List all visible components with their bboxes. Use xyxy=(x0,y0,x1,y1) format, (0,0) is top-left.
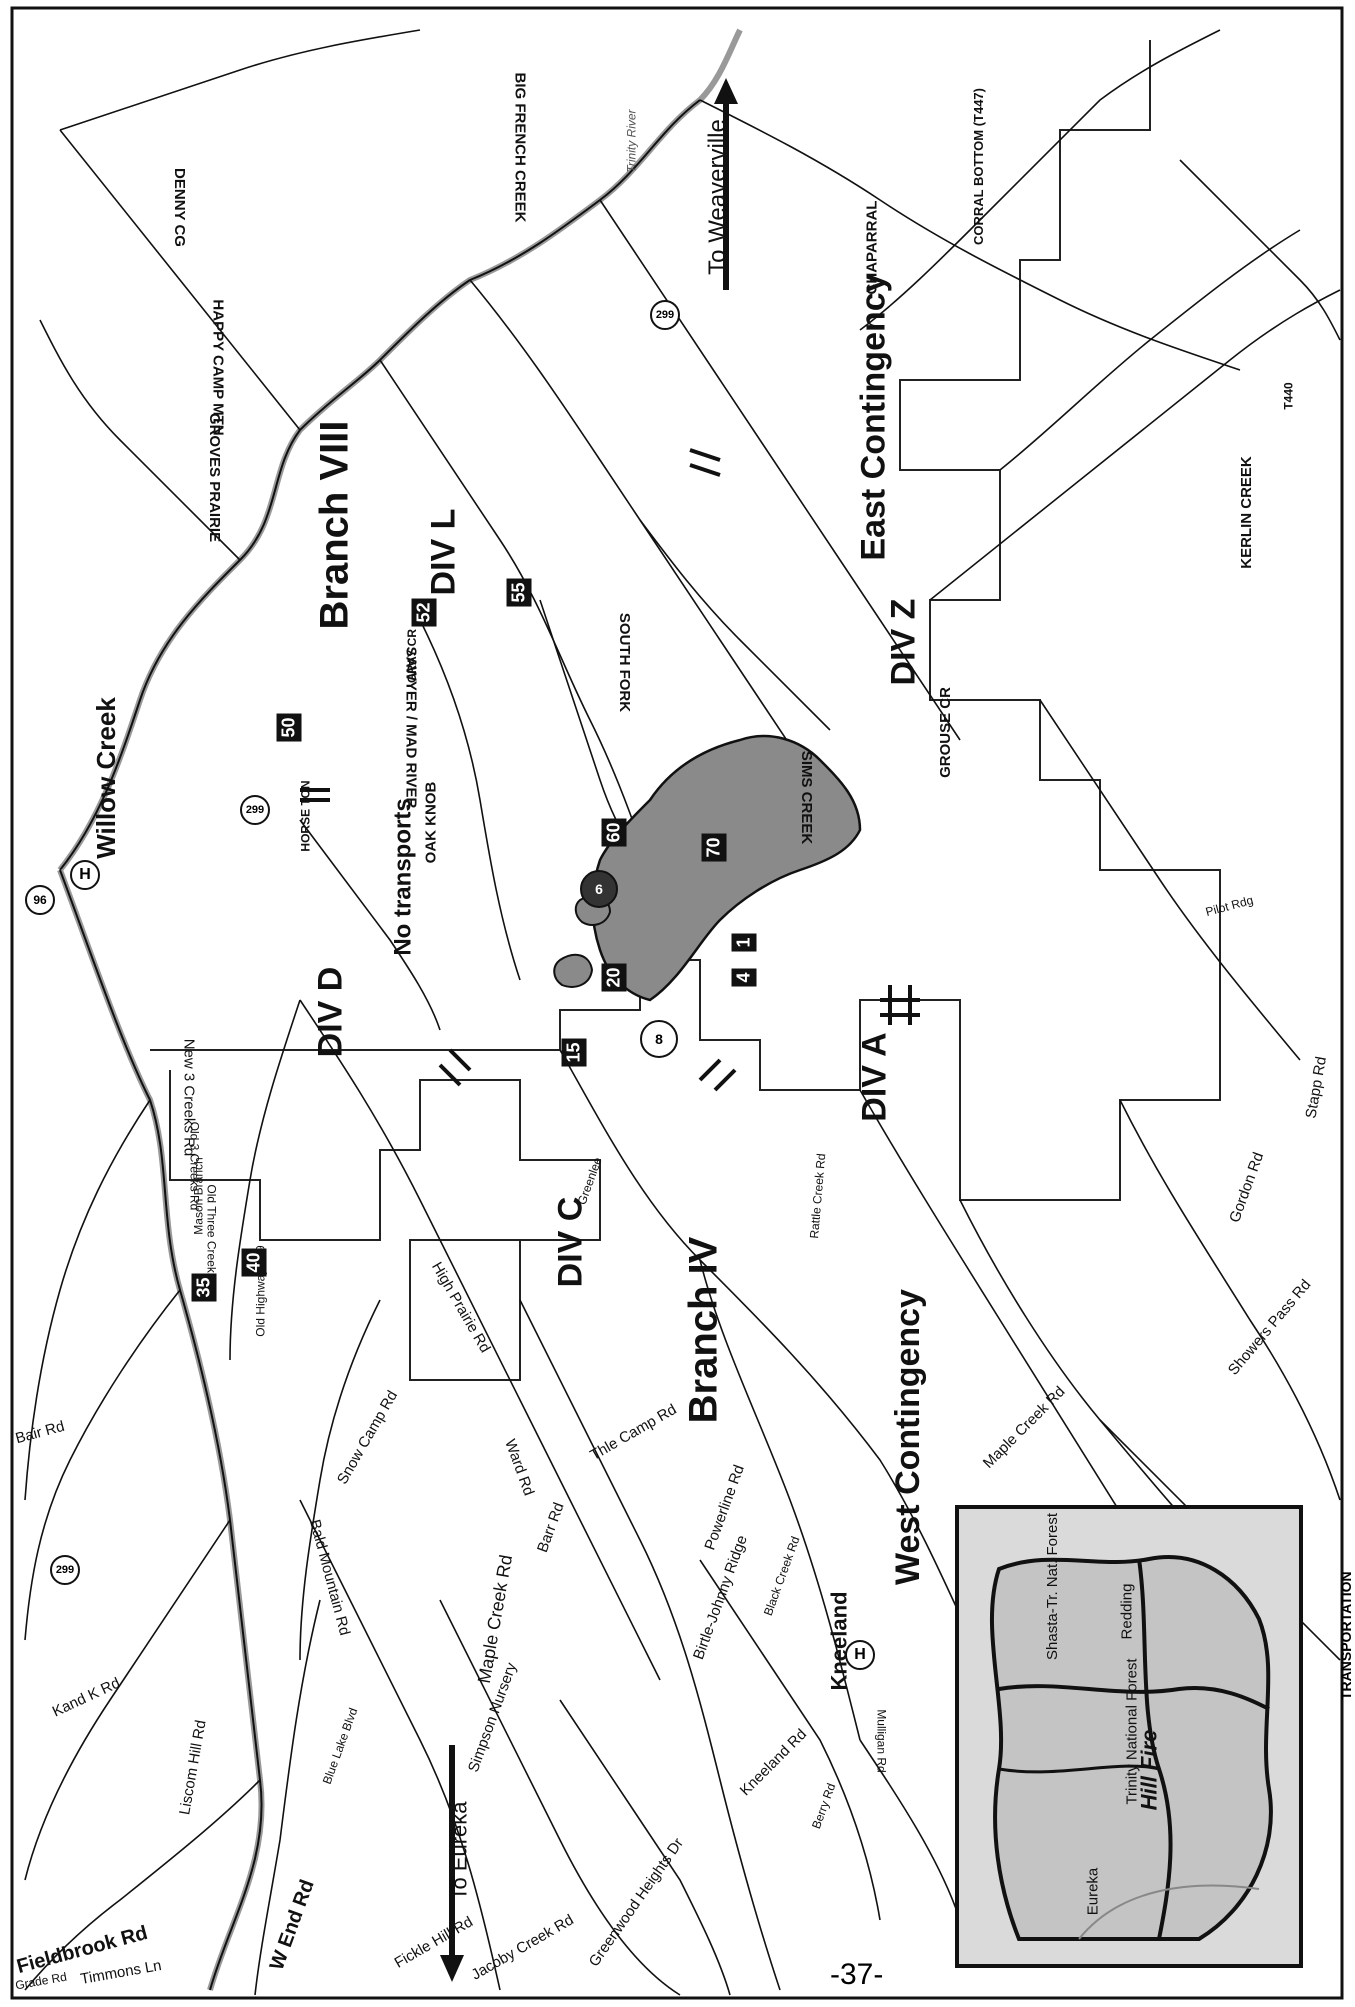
drop-point-8: 8 xyxy=(640,1020,678,1058)
chaparral-label: CHAPARRAL xyxy=(863,200,881,295)
road-network xyxy=(24,29,1341,1996)
drop-point-1: 1 xyxy=(731,933,757,952)
gray-cr-label: GRAY CR xyxy=(405,628,420,684)
hwy-299-shield-west: 299 xyxy=(50,1555,80,1585)
inset-redding-label: Redding xyxy=(1118,1583,1136,1640)
forest-boundary xyxy=(150,40,1221,1201)
drop-point-40: 40 xyxy=(241,1248,267,1277)
drop-point-50: 50 xyxy=(276,713,302,742)
division-breaks xyxy=(300,448,920,1092)
groves-prairie-label: GROVES PRAIRIE xyxy=(206,412,224,543)
kneeland-label: Kneeland xyxy=(826,1591,852,1691)
hwy-96-shield: 96 xyxy=(25,885,55,915)
hwy-299-shield-east: 299 xyxy=(650,300,680,330)
inset-eureka-label: Eureka xyxy=(1084,1867,1102,1916)
drop-point-60: 60 xyxy=(601,818,627,847)
helispot-kneeland-icon: H xyxy=(845,1640,875,1670)
arrow-to-weaverville xyxy=(714,78,738,290)
hwy-299-west xyxy=(57,868,265,1991)
high-prairie-block xyxy=(409,1239,521,1381)
fire-spot xyxy=(553,953,594,988)
denny-cg-label: DENNY CG xyxy=(170,168,188,247)
arrow-to-eureka xyxy=(440,1745,464,1982)
drop-point-15: 15 xyxy=(561,1038,587,1067)
section-footer: TRANSPORTATION xyxy=(1338,1571,1354,1700)
drop-point-4: 4 xyxy=(731,968,757,987)
oak-knob-label: OAK KNOB xyxy=(422,781,440,864)
div-l-label: DIV L xyxy=(424,508,463,596)
drop-point-52: 52 xyxy=(411,598,437,627)
hwy-299-shield-north: 299 xyxy=(240,795,270,825)
big-french-creek-label: BIG FRENCH CREEK xyxy=(511,72,529,223)
drop-point-20: 20 xyxy=(601,963,627,992)
page-number: -37- xyxy=(830,1958,884,1991)
to-weaverville-label: To Weaverville xyxy=(703,119,731,275)
west-contingency-label: West Contingency xyxy=(888,1289,927,1585)
div-a-label: DIV A xyxy=(855,1032,894,1122)
div-c-label: DIV C xyxy=(551,1196,590,1288)
to-eureka-label: To Eureka xyxy=(446,1801,472,1901)
fire-perimeter xyxy=(591,734,862,1002)
road-mulligan: Mulligan Rd xyxy=(874,1709,889,1773)
div-d-label: DIV D xyxy=(311,966,350,1058)
south-fork-label: SOUTH FORK xyxy=(616,612,634,713)
sims-creek-label: SIMS CREEK xyxy=(798,750,816,845)
inset-locator-map: Shasta-Tr. Nat. Forest Redding Trinity N… xyxy=(955,1505,1303,1968)
corral-bottom-label: CORRAL BOTTOM (T447) xyxy=(970,88,986,245)
drop-point-35: 35 xyxy=(191,1273,217,1302)
drop-point-6: 6 xyxy=(580,870,618,908)
branch-viii-label: Branch VIII xyxy=(312,420,357,630)
forest-boundary-west xyxy=(169,1070,601,1300)
div-z-label: DIV Z xyxy=(884,598,923,686)
horse-ridge-label: T440 xyxy=(1281,382,1296,410)
road-mason-branch: Mason Branch xyxy=(191,1157,206,1235)
willow-creek-label: Willow Creek xyxy=(90,697,121,859)
hwy-299-north xyxy=(59,99,701,871)
inset-fire-label: Hill Fire xyxy=(1136,1729,1162,1811)
inset-shasta-label: Shasta-Tr. Nat. Forest xyxy=(1044,1513,1061,1660)
inset-svg xyxy=(959,1509,1299,1964)
branch-iv-label: Branch IV xyxy=(681,1236,726,1424)
helispot-willow-creek-icon: H xyxy=(70,860,100,890)
grouse-cr-label: GROUSE CR xyxy=(936,687,954,778)
no-transports-label: No transports xyxy=(389,798,417,956)
drop-point-55: 55 xyxy=(506,578,532,607)
hwy-299-west-line xyxy=(59,869,263,1991)
east-contingency-label: East Contingency xyxy=(854,273,893,561)
drop-point-70: 70 xyxy=(701,833,727,862)
trinity-river-label: Trinity River xyxy=(624,109,639,173)
map-border xyxy=(10,6,1344,2000)
kerlin-creek-label: KERLIN CREEK xyxy=(1237,456,1255,569)
horse-ton-label: HORSE TON xyxy=(298,780,313,852)
